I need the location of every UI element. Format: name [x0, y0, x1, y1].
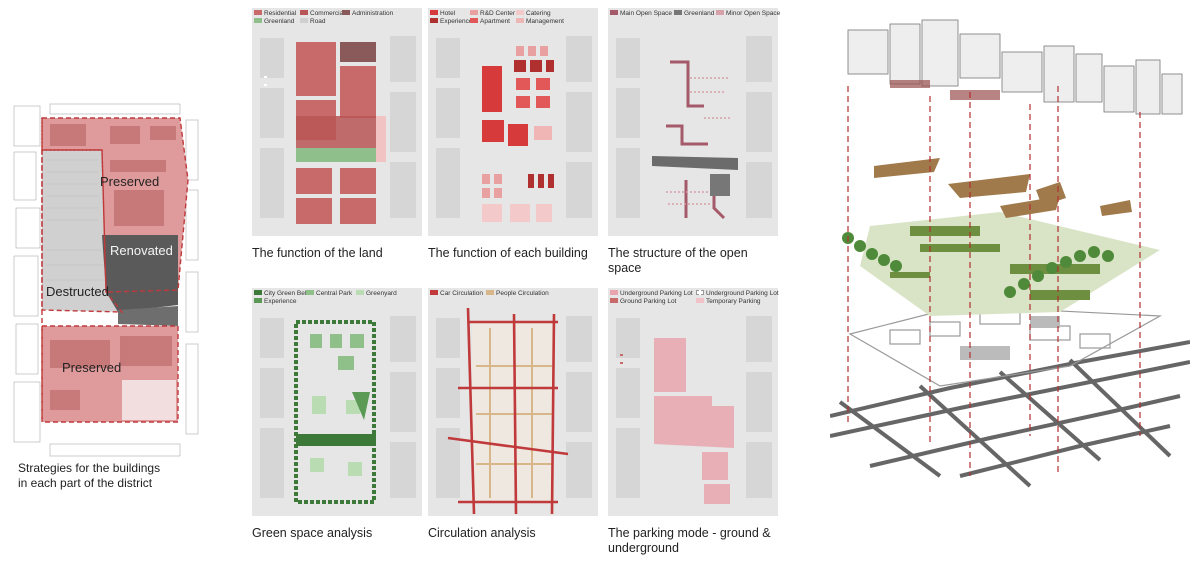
label-preserved-bottom: Preserved	[62, 360, 121, 375]
land-function-map	[252, 8, 422, 236]
legend-people-circulation: People Circulation	[486, 290, 549, 297]
panel-circulation: Car Circulation People Circulation Circu…	[428, 288, 598, 548]
parking-caption: The parking mode - ground & underground	[608, 526, 786, 556]
legend-apartment: Apartment	[470, 18, 510, 25]
panel-open-space: Main Open Space Greenland Minor Open Spa…	[608, 8, 778, 278]
legend-management: Management	[516, 18, 564, 25]
legend-underground-parking-2: Underground Parking Lot	[696, 290, 779, 297]
panel-building-function: Hotel R&D Center Catering Experience Apa…	[428, 8, 598, 268]
strategy-caption: Strategies for the buildings in each par…	[18, 461, 218, 491]
panel-land-function: Residential Commercial Administration Gr…	[252, 8, 422, 268]
legend-greenyard: Greenyard	[356, 290, 397, 297]
layer-roads	[830, 342, 1190, 486]
legend-city-green-belt: City Green Belt	[254, 290, 308, 297]
open-space-caption-line2: space	[608, 261, 786, 276]
layer-buildings	[848, 20, 1182, 114]
legend-experience-green: Experience	[254, 298, 297, 305]
exploded-axonometric	[830, 16, 1190, 496]
legend-hotel: Hotel	[430, 10, 455, 17]
green-caption: Green space analysis	[252, 526, 430, 541]
strategy-map: Preserved Renovated Destructed Preserved	[10, 100, 202, 460]
label-preserved-top: Preserved	[100, 174, 159, 189]
legend-greenland: Greenland	[254, 18, 294, 25]
parking-map	[608, 288, 778, 516]
legend-ground-parking: Ground Parking Lot	[610, 298, 676, 305]
legend-experience: Experience	[430, 18, 473, 25]
legend-rd-center: R&D Center	[470, 10, 515, 17]
circulation-map	[428, 288, 598, 516]
legend-main-open-space: Main Open Space	[610, 10, 672, 17]
legend-central-park: Central Park	[306, 290, 352, 297]
building-function-map	[428, 8, 598, 236]
legend-commercial: Commercial	[300, 10, 345, 17]
open-space-caption-line1: The structure of the open	[608, 246, 786, 261]
legend-minor-open-space: Minor Open Space	[716, 10, 780, 17]
open-space-caption: The structure of the open space	[608, 246, 786, 276]
label-renovated: Renovated	[110, 243, 173, 258]
legend-administration: Administration	[342, 10, 393, 17]
building-caption: The function of each building	[428, 246, 606, 261]
land-caption: The function of the land	[252, 246, 430, 261]
legend-residential: Residential	[254, 10, 296, 17]
parking-caption-line2: underground	[608, 541, 786, 556]
panel-parking: Underground Parking Lot Underground Park…	[608, 288, 778, 558]
open-space-map	[608, 8, 778, 236]
layer-green	[842, 212, 1160, 316]
legend-underground-parking-1: Underground Parking Lot	[610, 290, 693, 297]
green-space-map	[252, 288, 422, 516]
parking-caption-line1: The parking mode - ground &	[608, 526, 786, 541]
legend-catering: Catering	[516, 10, 551, 17]
legend-car-circulation: Car Circulation	[430, 290, 483, 297]
circulation-caption: Circulation analysis	[428, 526, 606, 541]
layer-paths	[874, 158, 1132, 218]
strategy-caption-line1: Strategies for the buildings	[18, 461, 218, 476]
strategy-caption-line2: in each part of the district	[18, 476, 218, 491]
label-destructed: Destructed	[46, 284, 109, 299]
legend-temporary-parking: Temporary Parking	[696, 298, 761, 305]
legend-greenland-os: Greenland	[674, 10, 714, 17]
legend-road: Road	[300, 18, 326, 25]
panel-green-space: City Green Belt Central Park Greenyard E…	[252, 288, 422, 548]
